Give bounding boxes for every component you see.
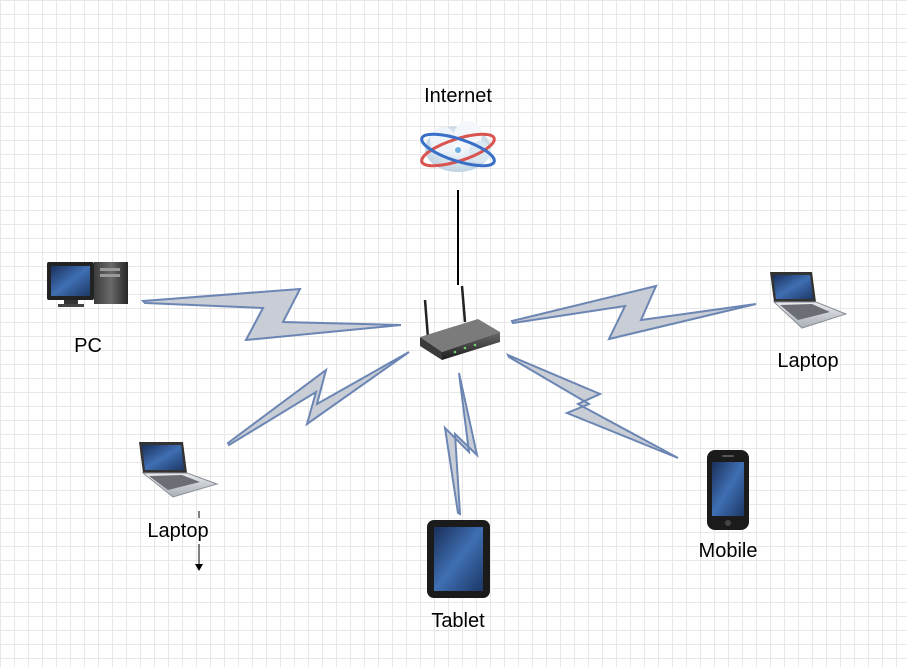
label-mobile: Mobile xyxy=(698,540,758,562)
wireless-router-icon xyxy=(420,285,500,360)
laptop-icon-right xyxy=(770,272,848,329)
laptop-icon-left xyxy=(139,442,219,498)
wireless-link-tablet xyxy=(443,372,479,516)
wireless-links xyxy=(140,284,757,516)
mobile-phone-icon xyxy=(707,450,749,530)
desktop-pc-icon xyxy=(47,262,128,307)
label-tablet: Tablet xyxy=(431,610,485,632)
internet-cloud-icon xyxy=(420,121,496,172)
down-arrow-icon xyxy=(195,511,203,571)
wireless-link-pc xyxy=(140,287,402,342)
label-laptop-left: Laptop xyxy=(147,520,209,542)
wireless-link-mobile xyxy=(505,353,679,459)
label-pc: PC xyxy=(74,335,102,357)
label-internet: Internet xyxy=(424,85,492,107)
wireless-link-laptop-left xyxy=(226,351,410,447)
wireless-link-laptop-right xyxy=(510,284,757,341)
label-laptop-right: Laptop xyxy=(777,350,839,372)
tablet-icon xyxy=(427,520,490,598)
